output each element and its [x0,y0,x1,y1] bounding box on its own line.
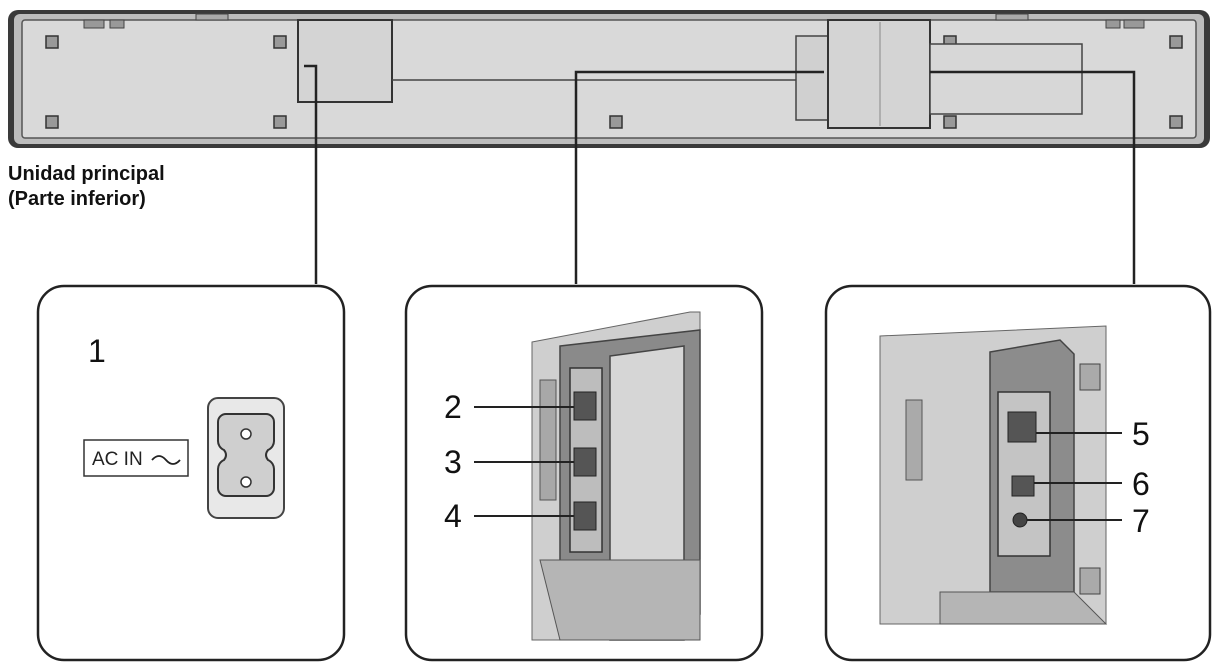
label-2: 2 [444,389,462,425]
label-4: 4 [444,498,462,534]
caption-line-2: (Parte inferior) [8,188,146,210]
ac-in-label: AC IN [92,449,143,470]
label-7: 7 [1132,503,1150,539]
ac-inlet-icon [207,397,285,519]
caption-line-1: Unidad principal [8,163,165,185]
label-6: 6 [1132,466,1150,502]
label-1: 1 [88,333,106,369]
main-unit-bottom [8,10,1210,148]
hdmi-ports-illustration [531,311,701,641]
panel-hdmi: 2 3 4 [404,284,764,662]
label-3: 3 [444,444,462,480]
label-5: 5 [1132,416,1150,452]
leader-lines [304,64,1136,284]
panel-rear-ports: 5 6 7 [824,284,1212,662]
rear-ports-illustration [879,325,1108,625]
panel-power: 1 AC IN [36,284,346,662]
ac-tilde-icon [151,455,181,465]
